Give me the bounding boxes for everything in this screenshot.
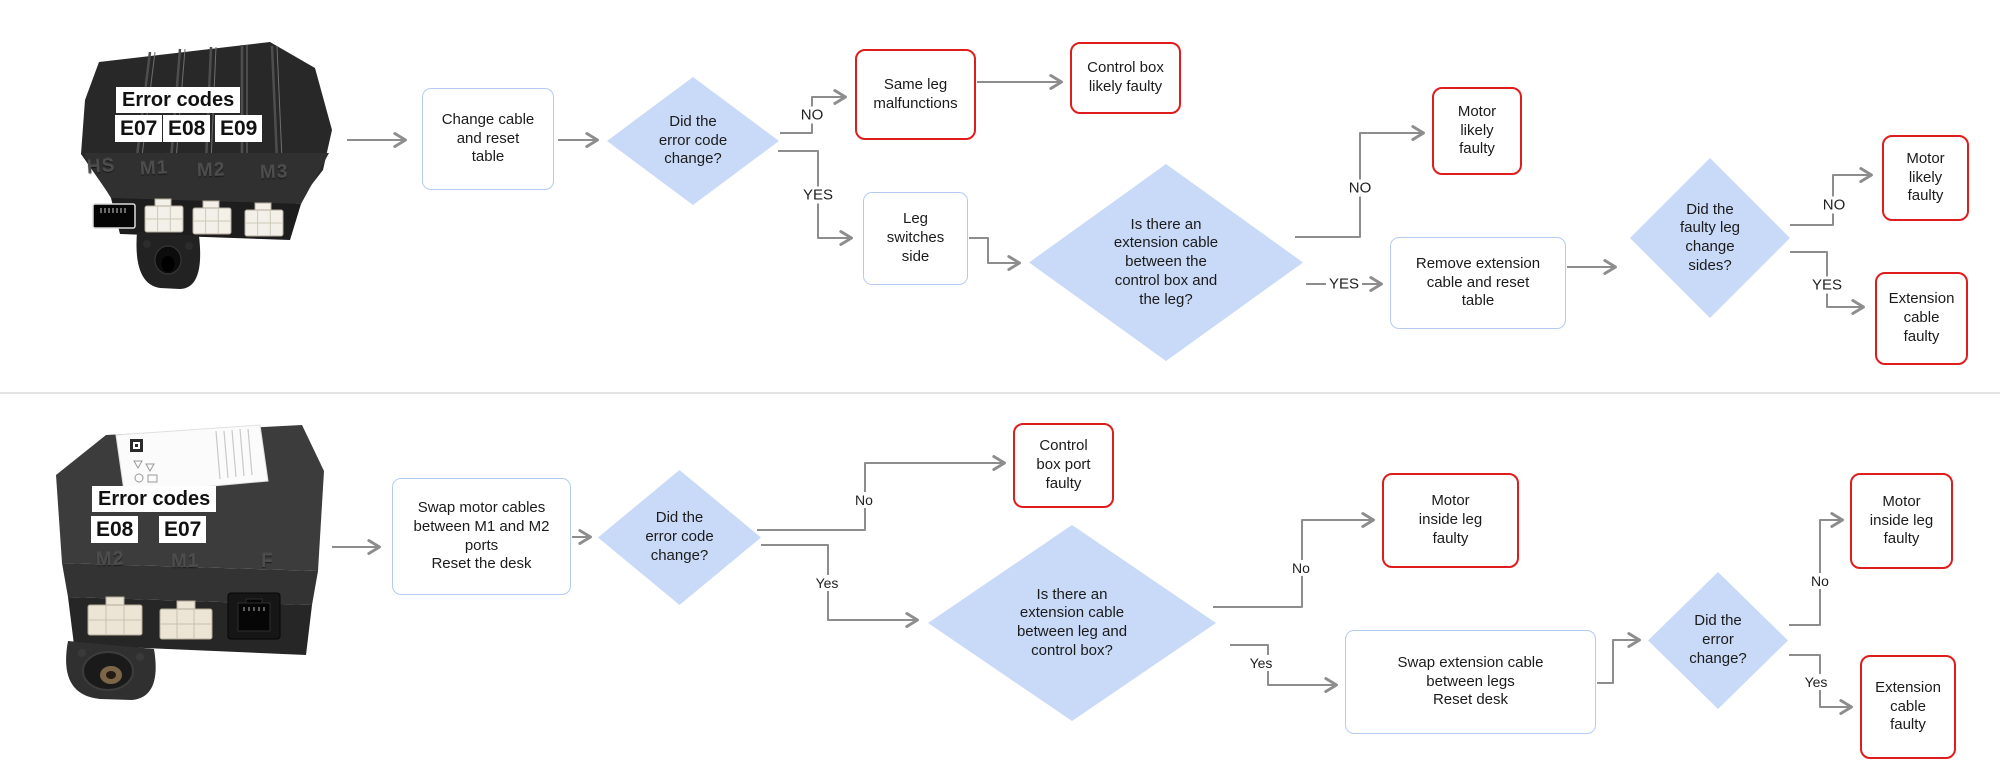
- decision-error-code-change-1: Did the error code change?: [607, 77, 779, 205]
- node-motor-inside-leg-faulty-2: Motor inside leg faulty: [1850, 473, 1953, 569]
- photo1-code-e08: E08: [163, 115, 211, 143]
- connector-swapext-to-decision6: [1597, 632, 1641, 684]
- motor-connector-icons-bottom: [87, 596, 213, 640]
- edge-label-yes-2: YES: [1325, 275, 1363, 293]
- photo1-error-codes-heading: Error codes: [116, 87, 241, 113]
- photo2-port-f: F: [261, 551, 274, 572]
- node-extension-cable-faulty-1: Extension cable faulty: [1875, 272, 1968, 365]
- rj45-port-icon: [92, 203, 136, 229]
- photo2-error-codes-heading: Error codes: [92, 486, 217, 512]
- node-swap-extension-cable: Swap extension cable between legs Reset …: [1345, 630, 1596, 734]
- connector-legswitches-to-decision2: [969, 237, 1021, 271]
- edge-label-no-3: NO: [1819, 196, 1849, 214]
- node-leg-switches-side: Leg switches side: [863, 192, 968, 285]
- edge-label-no-6: No: [1808, 573, 1832, 589]
- edge-label-yes-4: Yes: [812, 575, 842, 591]
- decision-extension-cable-2: Is there an extension cable between leg …: [928, 525, 1216, 721]
- photo2-port-m1: M1: [170, 550, 200, 573]
- node-motor-likely-faulty-2: Motor likely faulty: [1882, 135, 1969, 221]
- node-same-leg-malfunctions: Same leg malfunctions: [855, 49, 976, 140]
- node-remove-extension-cable: Remove extension cable and reset table: [1390, 237, 1566, 329]
- photo1-port-m2: M2: [196, 159, 226, 182]
- node-motor-likely-faulty-1: Motor likely faulty: [1432, 87, 1522, 175]
- connector-decision6-no: [1789, 512, 1844, 626]
- edge-label-no-1: NO: [797, 106, 827, 124]
- photo2-code-e07: E07: [159, 516, 207, 544]
- decision-faulty-leg-change-sides: Did the faulty leg change sides?: [1630, 158, 1790, 318]
- connector-decision4-no: [757, 455, 1006, 531]
- node-control-box-port-faulty: Control box port faulty: [1013, 423, 1114, 508]
- photo1-port-hs: HS: [86, 155, 117, 178]
- photo1-code-e09: E09: [215, 115, 263, 143]
- node-change-cable: Change cable and reset table: [422, 88, 554, 190]
- node-motor-inside-leg-faulty-1: Motor inside leg faulty: [1382, 473, 1519, 568]
- decision-error-change: Did the error change?: [1648, 572, 1788, 709]
- edge-label-yes-5: Yes: [1246, 655, 1276, 671]
- edge-label-yes-1: YES: [799, 186, 837, 204]
- mounting-tab-bottom: [66, 641, 156, 700]
- photo2-port-m2: M2: [95, 548, 125, 571]
- node-control-box-likely-faulty: Control box likely faulty: [1070, 42, 1181, 114]
- rj45-port-icon-bottom: [227, 592, 281, 640]
- edge-label-yes-3: YES: [1808, 276, 1846, 294]
- mounting-tab-top: [136, 232, 201, 289]
- node-extension-cable-faulty-2: Extension cable faulty: [1860, 655, 1956, 759]
- photo1-port-m1: M1: [139, 157, 169, 180]
- edge-label-yes-6: Yes: [1801, 674, 1831, 690]
- photo1-port-m3: M3: [259, 161, 289, 184]
- edge-label-no-2: NO: [1345, 179, 1375, 197]
- photo2-code-e08: E08: [91, 516, 139, 544]
- decision-extension-cable-1: Is there an extension cable between the …: [1029, 164, 1303, 361]
- edge-label-no-4: No: [852, 492, 876, 508]
- motor-connector-icons-top: [144, 198, 284, 237]
- photo1-code-e07: E07: [115, 115, 163, 143]
- section-divider: [0, 392, 2000, 394]
- node-swap-motor-cables: Swap motor cables between M1 and M2 port…: [392, 478, 571, 595]
- decision-error-code-change-2: Did the error code change?: [598, 470, 761, 605]
- edge-label-no-5: No: [1289, 560, 1313, 576]
